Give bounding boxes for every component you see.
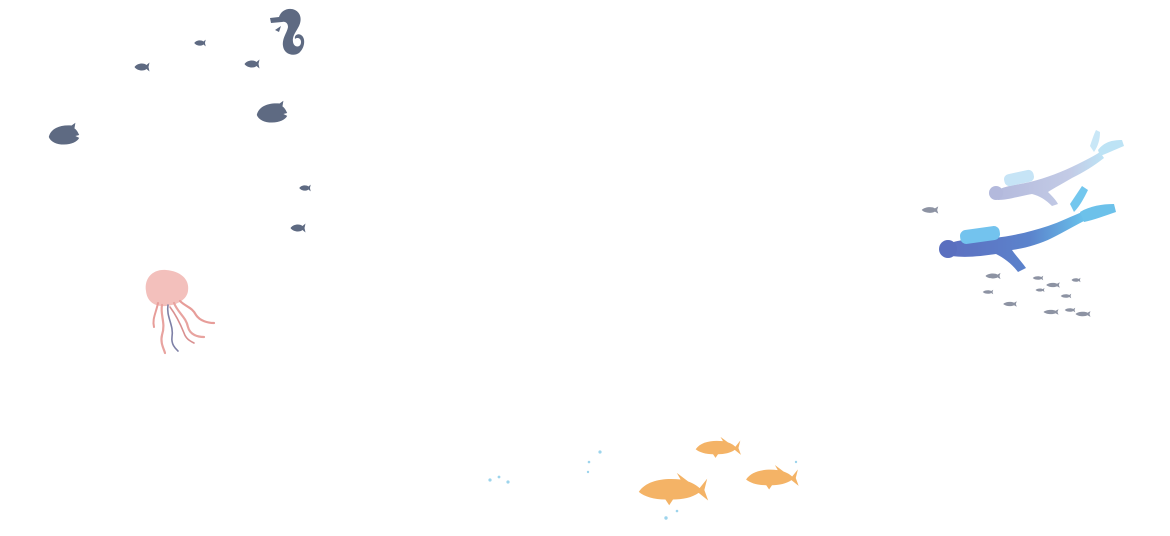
fish-icon (985, 272, 1001, 280)
diver-icon (939, 186, 1116, 272)
tuna-icon (695, 436, 741, 458)
fish-icon (134, 62, 150, 72)
fish-icon (1064, 307, 1076, 313)
fish-icon (299, 184, 311, 192)
bubble-icon (488, 450, 798, 520)
tuna-icon (746, 465, 799, 490)
seahorse-icon (270, 8, 305, 55)
fish-icon (244, 59, 260, 69)
angelfish-icon (256, 100, 288, 123)
fish-icon (1060, 293, 1072, 299)
tuna-icon (638, 472, 709, 506)
angelfish-icon (48, 122, 80, 145)
fish-icon (1032, 275, 1044, 281)
fish-icon (1046, 282, 1060, 288)
fish-icon (1071, 277, 1081, 283)
fish-icon (1003, 301, 1017, 307)
fish-icon (290, 223, 306, 233)
jellyfish-icon (145, 269, 216, 355)
fish-icon (1035, 288, 1045, 292)
fish-icon (921, 206, 939, 214)
fish-icon (1043, 309, 1059, 315)
fish-icon (1075, 311, 1091, 317)
fish-icon (194, 39, 206, 47)
fish-school (982, 272, 1091, 317)
diver-icon (989, 130, 1124, 206)
fish-icon (982, 289, 994, 295)
